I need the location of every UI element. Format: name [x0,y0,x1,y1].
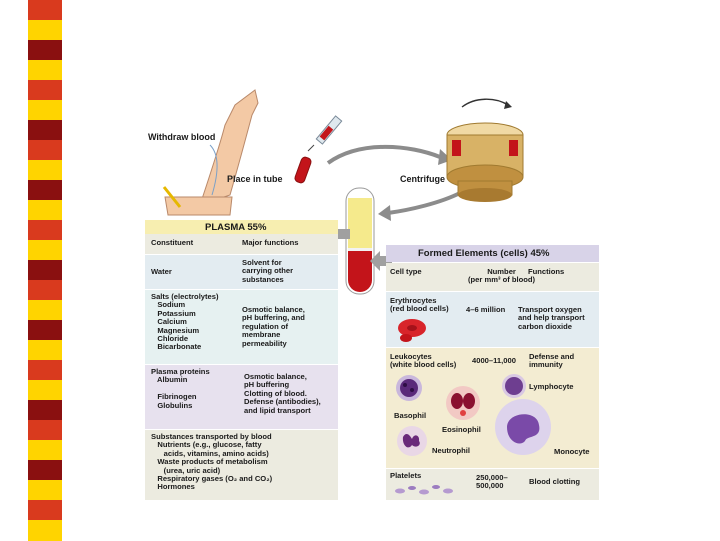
centrifuge-illustration [446,98,524,202]
formed-col-type: Cell type [390,267,422,276]
stripe-block [28,40,62,61]
plasma-row-constituent: Substances transported by blood Nutrient… [151,432,273,492]
formed-col-functions: Functions [528,267,565,276]
stripe-block [28,360,62,381]
stripe-block [28,280,62,301]
separated-blood-tube [345,187,375,295]
decorative-stripe [28,0,62,541]
platelets-number: 250,000– 500,000 [476,473,508,491]
stripe-block [28,180,62,201]
monocyte-icon [495,399,551,455]
arrow-from-centrifuge [387,191,461,215]
plasma-row-constituent: Salts (electrolytes) Sodium Potassium Ca… [151,292,219,352]
platelets-functions: Blood clotting [529,477,581,486]
stripe-block [28,100,62,121]
basophil-icon [396,375,422,401]
leukocytes-type: Leukocytes (white blood cells) [390,352,457,370]
stripe-block [28,260,62,281]
plasma-layer [348,198,372,250]
eosinophil-label: Eosinophil [442,425,481,434]
syringe-illustration [307,115,343,152]
place-in-tube-label: Place in tube [227,174,283,184]
basophil-label: Basophil [394,411,427,420]
stripe-block [28,140,62,161]
stripe-block [28,400,62,421]
red-blood-cell-icon [398,319,426,342]
stripe-block [28,20,62,41]
plasma-col-constituent: Constituent [151,238,194,247]
arrow-to-centrifuge [326,144,441,165]
stripe-block [28,520,62,541]
process-illustration [162,89,524,221]
stripe-block [28,200,62,221]
formed-col-number: Number (per mm³ of blood) [468,267,536,285]
formed-elements-panel: Formed Elements (cells) 45% Cell type Nu… [386,245,599,500]
monocyte-label: Monocyte [554,447,590,456]
plasma-row-functions: Solvent for carrying other substances [242,258,294,284]
stripe-block [28,440,62,461]
formed-elements-title: Formed Elements (cells) 45% [418,248,550,259]
stripe-block [28,500,62,521]
stripe-block [28,220,62,241]
stripe-block [28,480,62,501]
stripe-block [28,460,62,481]
neutrophil-label: Neutrophil [432,446,470,455]
plasma-panel: PLASMA 55% Constituent Major functions W… [145,220,338,500]
eosinophil-icon [446,386,480,420]
platelets-type: Platelets [390,471,422,480]
stripe-block [28,300,62,321]
lymphocyte-icon [502,374,526,398]
stripe-block [28,380,62,401]
leukocytes-number: 4000–11,000 [472,356,516,365]
lymphocyte-label: Lymphocyte [529,382,574,391]
stripe-block [28,340,62,361]
arm-illustration [162,89,259,216]
plasma-row-constituent: Plasma proteins Albumin Fibrinogen Globu… [151,367,210,410]
erythrocytes-number: 4–6 million [466,305,506,314]
plasma-title: PLASMA 55% [205,222,267,233]
erythrocytes-type: Erythrocytes (red blood cells) [390,296,449,314]
stripe-block [28,320,62,341]
withdraw-blood-label: Withdraw blood [148,132,216,142]
plasma-col-functions: Major functions [242,238,299,247]
stripe-block [28,80,62,101]
erythrocytes-functions: Transport oxygen and help transport carb… [518,305,585,331]
stripe-block [28,240,62,261]
neutrophil-icon [397,426,427,456]
leukocytes-functions: Defense and immunity [529,352,575,370]
small-tube-illustration [294,156,312,184]
plasma-row-constituent: Water [151,267,172,276]
plasma-row-functions: Osmotic balance, pH buffering, and regul… [242,305,305,348]
cells-layer [348,250,372,292]
centrifuge-label: Centrifuge [400,174,445,184]
stripe-block [28,60,62,81]
stripe-block [28,420,62,441]
rotation-arrow-icon [461,98,509,108]
stripe-block [28,160,62,181]
stripe-block [28,120,62,141]
platelets-icon [395,485,453,495]
stripe-block [28,0,62,21]
plasma-row-functions: Osmotic balance, pH buffering Clotting o… [244,372,321,415]
